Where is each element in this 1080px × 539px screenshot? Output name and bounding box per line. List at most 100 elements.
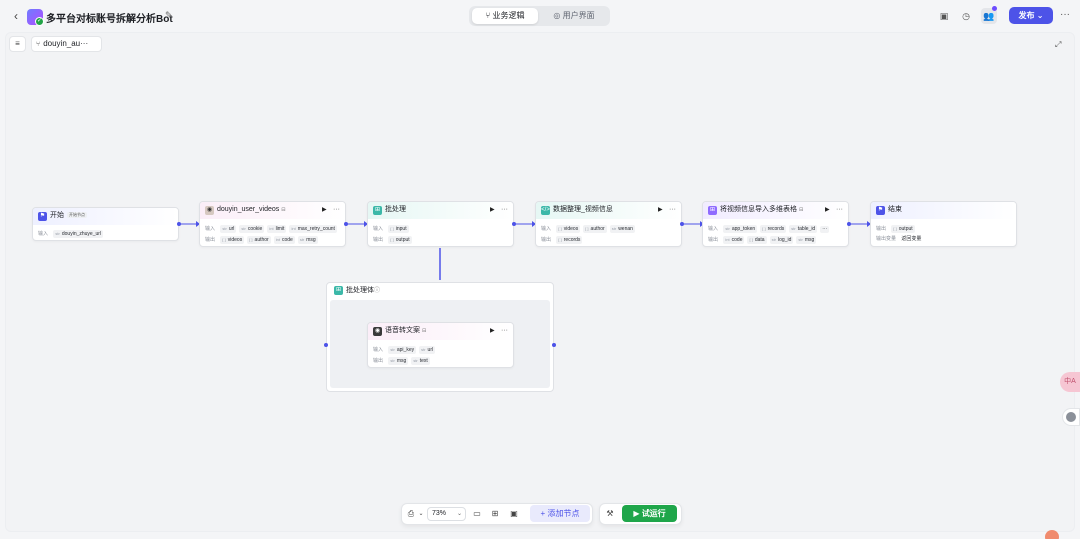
input-label: 输入: [541, 226, 552, 232]
tab-user-interface[interactable]: ◎ 用户界面: [541, 8, 607, 24]
run-icon[interactable]: ▶: [825, 207, 830, 213]
node-title: douyin_user_videos ⊟: [217, 205, 285, 215]
publish-button[interactable]: 发布 ⌄: [1009, 7, 1053, 24]
mode-switch: ⑂ 业务逻辑 ◎ 用户界面: [469, 6, 610, 26]
batch-body-title: 批处理体: [346, 287, 374, 294]
batch-icon: ⊞: [373, 206, 382, 215]
param-chip: [ ]output: [388, 236, 412, 244]
plugin-badge-icon: ⊟: [421, 328, 427, 334]
param-type: [ ]: [893, 226, 897, 231]
chevron-left-icon[interactable]: ‹: [14, 9, 18, 23]
input-port[interactable]: [324, 343, 328, 347]
input-label: 输入: [205, 226, 216, 232]
param-name: code: [281, 237, 293, 243]
more-icon[interactable]: ···: [501, 206, 508, 213]
node-batch[interactable]: ⊞ 批处理 ▶ ··· 输入 [ ]input 输出 [ ]output: [367, 201, 514, 247]
publish-label: 发布: [1018, 11, 1035, 20]
output-port[interactable]: [177, 222, 181, 226]
flow-tab[interactable]: ⑂douyin_au···: [31, 36, 102, 52]
output-var-label: 输出变量: [876, 236, 897, 242]
minimap-icon[interactable]: ▣: [510, 509, 518, 518]
output-port[interactable]: [344, 222, 348, 226]
tab-business-logic[interactable]: ⑂ 业务逻辑: [472, 8, 538, 24]
plugin-icon: ◉: [205, 206, 214, 215]
param-chip: [ ]author: [247, 236, 271, 244]
output-port[interactable]: [680, 222, 684, 226]
more-icon[interactable]: ···: [836, 206, 843, 213]
input-label: 输入: [38, 231, 49, 237]
output-label: 输出: [708, 237, 719, 243]
param-name: videos: [227, 237, 243, 243]
more-icon[interactable]: ···: [669, 206, 676, 213]
output-port[interactable]: [847, 222, 851, 226]
comment-icon[interactable]: ▭: [473, 509, 481, 518]
param-name: cookie: [247, 226, 263, 232]
run-icon[interactable]: ▶: [490, 328, 495, 334]
more-params-chip: ···: [820, 226, 830, 233]
param-name: data: [754, 237, 765, 243]
archive-icon[interactable]: ▣: [939, 11, 949, 21]
flow-icon: ⑂: [36, 41, 41, 48]
assistant-icon: [1066, 412, 1076, 422]
expand-icon[interactable]: ⤢: [1055, 40, 1062, 49]
edit-icon[interactable]: ✎: [165, 10, 173, 20]
zoom-value: 73%: [432, 510, 447, 517]
play-icon: ▶: [633, 509, 642, 518]
run-icon[interactable]: ▶: [490, 207, 495, 213]
param-type: [ ]: [249, 237, 253, 242]
workflow-icon: ⑂: [485, 11, 493, 20]
translate-widget[interactable]: 中A: [1060, 372, 1080, 392]
chevron-down-icon[interactable]: ⌄: [418, 511, 424, 517]
param-type: int: [725, 237, 730, 242]
info-icon[interactable]: ⓘ: [374, 288, 381, 294]
node-inputs: 输出 [ ]output: [876, 225, 918, 233]
output-port[interactable]: [512, 222, 516, 226]
try-run-button[interactable]: ▶ 试运行: [622, 505, 677, 522]
param-type: str: [421, 347, 426, 352]
debug-icon[interactable]: ⚒: [606, 509, 614, 518]
param-name: text: [419, 358, 428, 364]
pointer-mode-icon[interactable]: ⎙: [407, 509, 415, 518]
collaborators-icon[interactable]: 👥: [981, 8, 997, 24]
more-icon[interactable]: ···: [501, 327, 508, 334]
param-type: [ ]: [390, 237, 394, 242]
add-node-button[interactable]: + 添加节点: [530, 505, 590, 522]
more-icon[interactable]: ···: [333, 206, 340, 213]
node-header: [200, 202, 345, 219]
output-label: 输出: [876, 226, 887, 232]
panel-toggle-icon[interactable]: ≡: [9, 36, 26, 52]
run-icon[interactable]: ▶: [658, 207, 663, 213]
node-data-organize[interactable]: </> 数据整理_视频信息 ▶ ··· 输入 [ ]videos[ ]autho…: [535, 201, 682, 247]
param-name: msg: [306, 237, 316, 243]
output-port[interactable]: [552, 343, 556, 347]
history-icon[interactable]: ◷: [962, 11, 970, 21]
more-icon[interactable]: ···: [1060, 9, 1070, 20]
param-name: douyin_zhuye_url: [61, 231, 102, 237]
input-label: 输入: [708, 226, 719, 232]
tab-label: 用户界面: [562, 11, 595, 20]
run-icon[interactable]: ▶: [322, 207, 327, 213]
start-icon: ⚑: [38, 212, 47, 221]
zoom-select[interactable]: 73%⌄: [427, 507, 466, 521]
param-type: [ ]: [749, 237, 753, 242]
param-chip: [ ]author: [583, 225, 607, 233]
auto-layout-icon[interactable]: ⊞: [491, 509, 499, 518]
node-end[interactable]: ⚑ 结束 输出 [ ]output 输出变量 返回变量: [870, 201, 1017, 247]
flow-name: douyin_au···: [43, 39, 89, 48]
node-header: [703, 202, 848, 219]
table-icon: ⊞: [708, 206, 717, 215]
param-chip: [ ]videos: [220, 236, 245, 244]
tab-label: 业务逻辑: [492, 11, 525, 20]
user-avatar[interactable]: [1045, 530, 1059, 539]
